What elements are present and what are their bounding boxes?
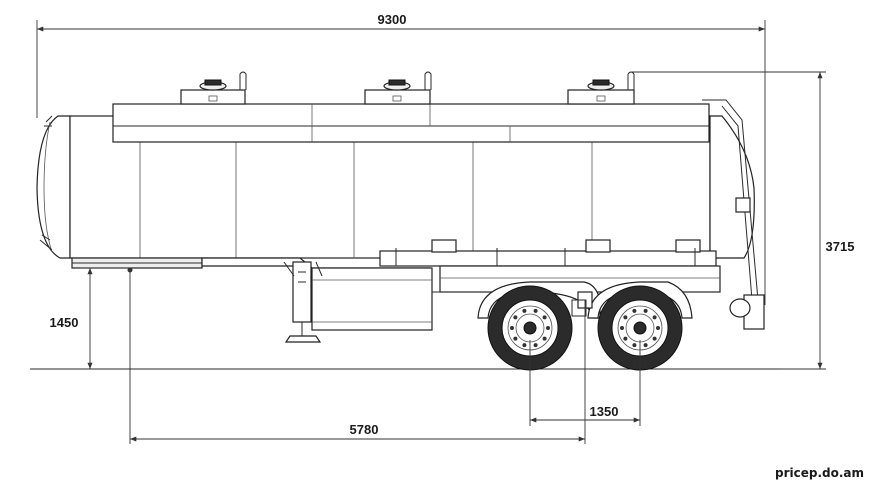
wheel-bolt <box>652 315 657 320</box>
dimension-overall-height: 3715 <box>632 71 855 370</box>
wheel-bolt <box>542 336 547 341</box>
dimension-overall-length: 9300 <box>36 12 766 305</box>
wheel-bolt <box>652 336 657 341</box>
wheel-rear <box>597 285 683 371</box>
coupling-height-label: 1450 <box>50 315 79 330</box>
wheel-bolt <box>510 326 514 330</box>
wheel-bolt <box>522 343 527 348</box>
wheel-bolt <box>632 343 637 348</box>
wheel-bolt <box>513 315 518 320</box>
dimension-axle-spacing: 1350 <box>529 340 641 426</box>
manhole-2 <box>364 71 432 105</box>
wheel-bolt <box>632 308 637 313</box>
wheel-bolt <box>533 308 538 313</box>
kingpin-to-axle-label: 5780 <box>350 422 379 437</box>
wheel-bolt <box>542 315 547 320</box>
watermark: pricep.do.am <box>775 466 864 480</box>
dimension-coupling-height: 1450 <box>50 267 130 369</box>
tank-body <box>36 71 765 330</box>
wheel-front <box>487 285 573 371</box>
manhole-3 <box>567 71 635 105</box>
wheel-bolt <box>546 326 550 330</box>
wheel-bolt <box>656 326 660 330</box>
wheel-bolt <box>522 308 527 313</box>
wheel-bolt <box>513 336 518 341</box>
wheel-bolt <box>620 326 624 330</box>
overall-height-label: 3715 <box>826 239 855 254</box>
chassis-frame <box>71 239 721 343</box>
wheel-bolt <box>643 308 648 313</box>
overall-length-label: 9300 <box>378 12 407 27</box>
axle-group <box>477 281 693 371</box>
manhole-1 <box>180 71 247 105</box>
wheel-bolt <box>643 343 648 348</box>
axle-spacing-label: 1350 <box>590 404 619 419</box>
wheel-bolt <box>623 336 628 341</box>
wheel-bolt <box>533 343 538 348</box>
wheel-bolt <box>623 315 628 320</box>
